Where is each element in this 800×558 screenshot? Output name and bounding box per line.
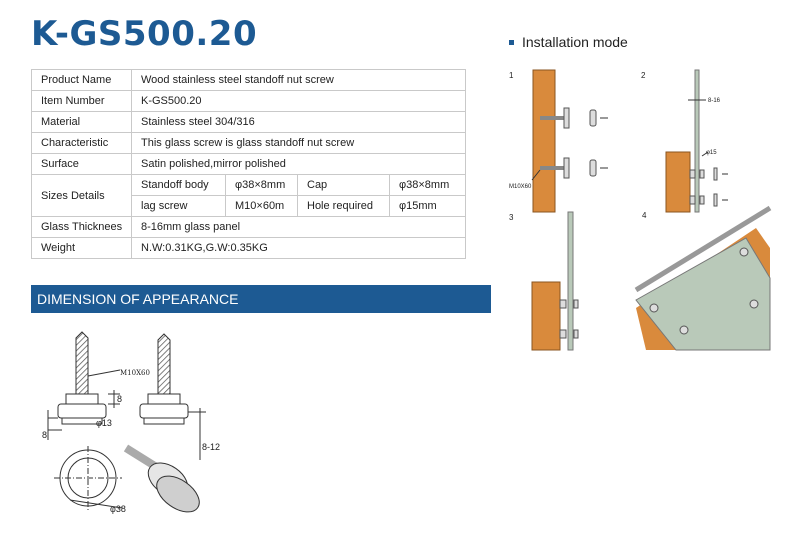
spec-label: Surface	[31, 153, 132, 175]
label-d38: φ38	[110, 504, 126, 514]
spec-sublabel: lag screw	[131, 195, 226, 217]
table-row: Surface Satin polished,mirror polished	[31, 153, 466, 175]
dimension-banner: DIMENSION OF APPEARANCE	[31, 285, 491, 313]
spec-sublabel: Standoff body	[131, 174, 226, 196]
spec-value: Wood stainless steel standoff nut screw	[131, 69, 466, 91]
spec-table: Product Name Wood stainless steel stando…	[31, 69, 466, 259]
spec-value: M10×60m	[225, 195, 298, 217]
table-row: Item Number K-GS500.20	[31, 90, 466, 112]
table-row: Product Name Wood stainless steel stando…	[31, 69, 466, 91]
spec-value: φ15mm	[389, 195, 466, 217]
installation-step-4: 4	[634, 205, 772, 351]
spec-value: Satin polished,mirror polished	[131, 153, 466, 175]
installation-step-3: 3	[509, 211, 579, 351]
spec-sublabel: Hole required	[297, 195, 390, 217]
installation-heading-text: Installation mode	[522, 34, 628, 50]
spec-label: Characteristic	[31, 132, 132, 154]
step-number: 3	[509, 213, 514, 222]
spec-label: Glass Thicknees	[31, 216, 132, 238]
label-glass-range: 8-16	[708, 98, 721, 104]
dimension-drawing: M10X60 φ13 8 8 8-12 φ38	[42, 331, 220, 514]
spec-value: Stainless steel 304/316	[131, 111, 466, 133]
installation-step-1: 1 M10X60	[509, 69, 608, 213]
label-range: 8-12	[202, 442, 220, 452]
label-d13: φ13	[96, 418, 112, 428]
spec-value: This glass screw is glass standoff nut s…	[131, 132, 466, 154]
table-row: Material Stainless steel 304/316	[31, 111, 466, 133]
spec-value: φ38×8mm	[225, 174, 298, 196]
label-m10x60: M10X60	[509, 184, 532, 190]
bullet-square-icon	[509, 39, 514, 45]
spec-value: N.W:0.31KG,G.W:0.35KG	[131, 237, 466, 259]
label-m10x60: M10X60	[120, 369, 150, 377]
table-row: Glass Thicknees 8-16mm glass panel	[31, 216, 466, 238]
label-eight-a: 8	[117, 394, 122, 404]
step-number: 2	[641, 71, 646, 80]
spec-sublabel: Cap	[297, 174, 390, 196]
spec-label: Sizes Details	[31, 174, 132, 217]
spec-value: K-GS500.20	[131, 90, 466, 112]
label-d15: φ15	[706, 150, 717, 156]
spec-value: φ38×8mm	[389, 174, 466, 196]
table-row: Characteristic This glass screw is glass…	[31, 132, 466, 154]
spec-label: Weight	[31, 237, 132, 259]
installation-heading: Installation mode	[509, 34, 628, 50]
spec-value: 8-16mm glass panel	[131, 216, 466, 238]
step-number: 4	[642, 211, 647, 220]
table-row: Sizes Details Standoff body φ38×8mm Cap …	[31, 174, 466, 217]
product-title: K-GS500.20	[31, 14, 258, 54]
step-number: 1	[509, 71, 514, 80]
spec-label: Product Name	[31, 69, 132, 91]
installation-step-2: 2 8-16 φ15	[641, 69, 728, 213]
table-row: Weight N.W:0.31KG,G.W:0.35KG	[31, 237, 466, 259]
spec-label: Material	[31, 111, 132, 133]
spec-label: Item Number	[31, 90, 132, 112]
label-eight-b: 8	[42, 430, 47, 440]
